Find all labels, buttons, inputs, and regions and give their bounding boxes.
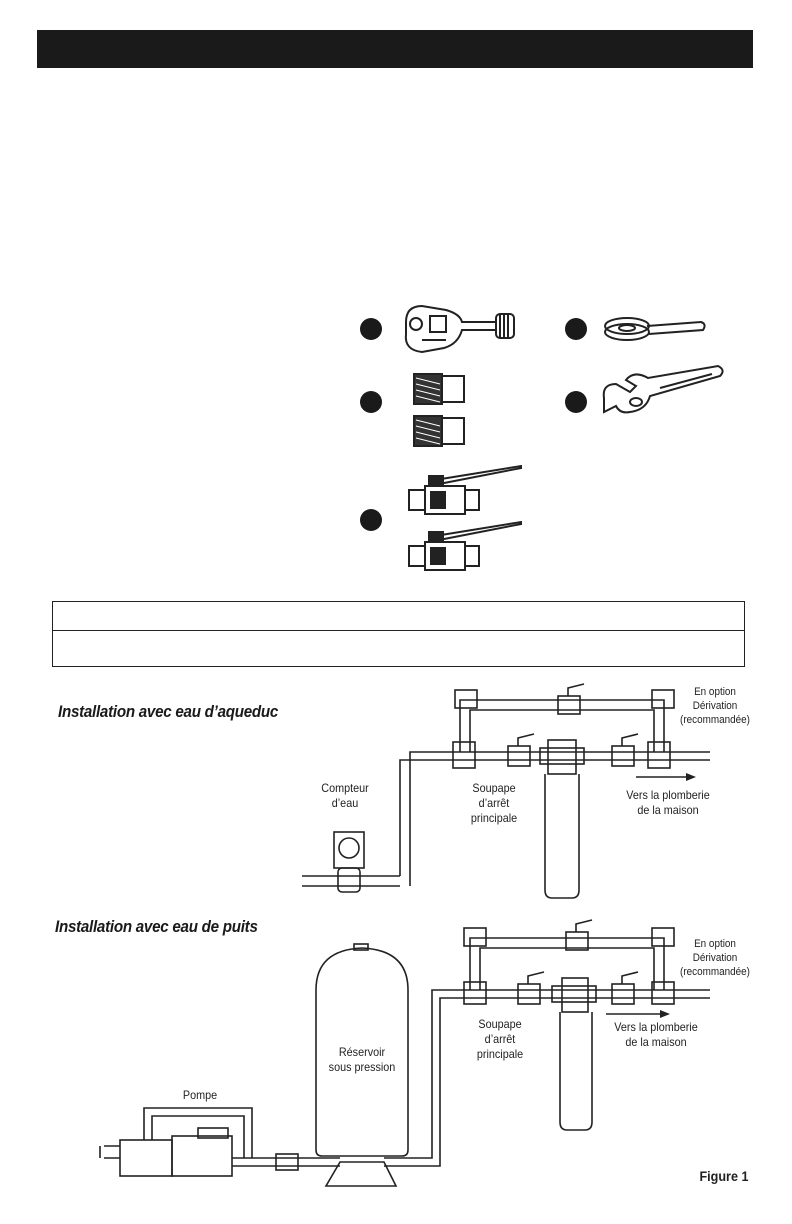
city-valve-line2: d’arrêt [478,796,510,810]
heading-well-water: Installation avec eau de puits [55,918,258,936]
well-valve-line2: d’arrêt [484,1032,516,1046]
well-bypass-line2: Dérivation [692,952,738,964]
pipe-fitting-icon [413,373,465,447]
city-bypass-line2: Dérivation [692,700,738,712]
well-valve-line1: Soupape [478,1017,522,1031]
city-valve-line1: Soupape [472,781,516,795]
city-bypass-line1: En option [694,686,736,698]
teflon-tape-icon [604,317,706,341]
city-meter-line1: Compteur [321,781,369,795]
table-box [52,601,745,667]
well-bypass-line1: En option [694,938,736,950]
figure-label: Figure 1 [698,1168,748,1184]
well-tank-line2: sous pression [328,1060,396,1074]
city-bypass-line3: (recommandée) [680,714,750,726]
well-bypass-line3: (recommandée) [680,966,750,978]
city-valve-line3: principale [470,811,518,825]
ball-valve-icon [408,464,522,571]
tool-bullet-3 [360,391,382,413]
tool-bullet-4 [565,391,587,413]
city-house-line2: de la maison [637,803,699,817]
pipe-cutter-icon [404,304,515,354]
well-tank-line1: Réservoir [338,1045,386,1059]
tool-bullet-5 [360,509,382,531]
tool-bullet-1 [360,318,382,340]
well-house-line2: de la maison [625,1035,687,1049]
heading-city-water: Installation avec eau d’aqueduc [58,703,279,721]
header-bar [37,30,753,68]
city-meter-line2: d’eau [331,796,359,810]
well-pump-label: Pompe [182,1088,218,1102]
city-house-line1: Vers la plomberie [626,788,710,802]
adjustable-wrench-icon [602,364,724,414]
tool-bullet-2 [565,318,587,340]
well-house-line1: Vers la plomberie [614,1020,698,1034]
table-row-divider [53,630,744,631]
well-valve-line3: principale [476,1047,524,1061]
